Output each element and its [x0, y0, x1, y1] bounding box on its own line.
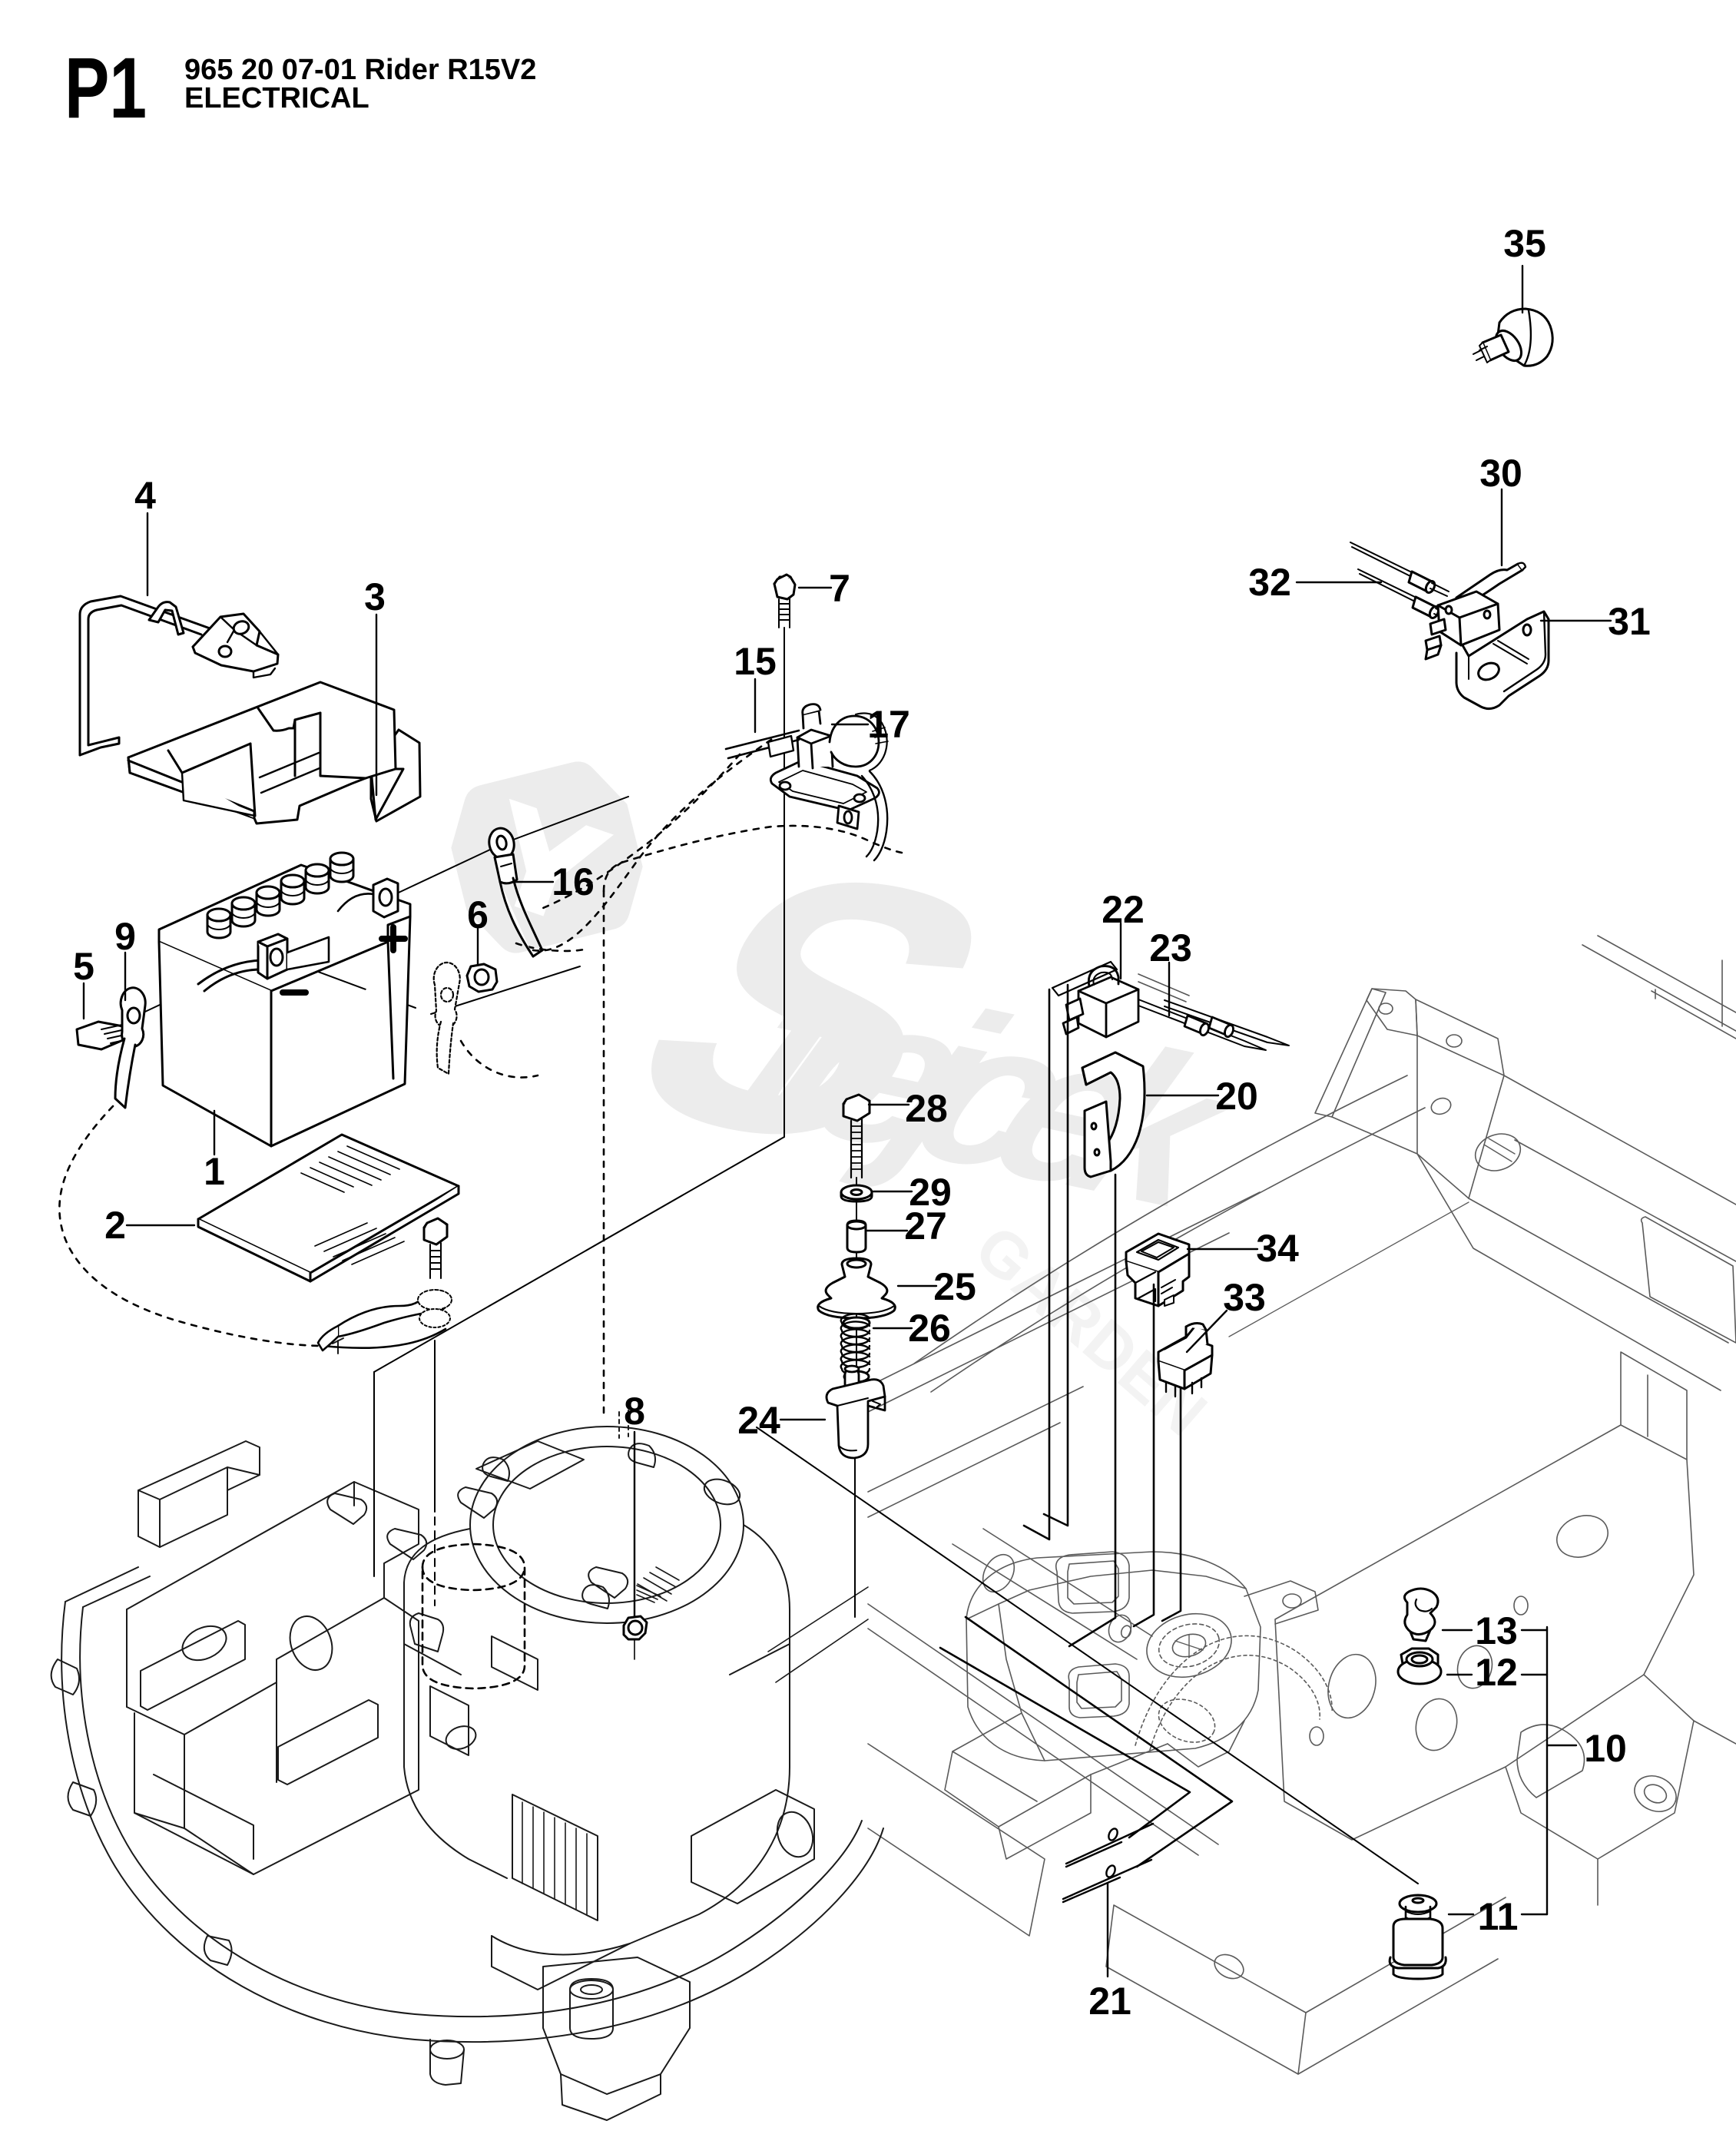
svg-text:6: 6 — [467, 893, 489, 936]
svg-text:13: 13 — [1475, 1609, 1518, 1652]
svg-text:ELECTRICAL: ELECTRICAL — [184, 82, 369, 114]
svg-text:10: 10 — [1584, 1727, 1627, 1770]
svg-text:5: 5 — [73, 945, 94, 988]
svg-text:29: 29 — [909, 1171, 952, 1214]
svg-text:15: 15 — [734, 640, 777, 683]
svg-text:965 20 07-01 Rider R15V2: 965 20 07-01 Rider R15V2 — [184, 54, 536, 86]
svg-text:21: 21 — [1088, 1980, 1131, 2023]
svg-text:23: 23 — [1149, 926, 1192, 969]
svg-text:25: 25 — [933, 1265, 976, 1308]
svg-text:28: 28 — [905, 1087, 948, 1130]
svg-text:11: 11 — [1478, 1895, 1519, 1938]
svg-text:2: 2 — [104, 1204, 126, 1247]
svg-text:22: 22 — [1102, 888, 1145, 931]
svg-text:1: 1 — [204, 1150, 225, 1193]
svg-text:32: 32 — [1248, 561, 1291, 604]
svg-text:24: 24 — [737, 1399, 780, 1442]
svg-text:P1: P1 — [65, 40, 147, 136]
svg-text:30: 30 — [1479, 452, 1522, 495]
svg-text:20: 20 — [1215, 1075, 1258, 1118]
svg-text:12: 12 — [1475, 1651, 1518, 1694]
svg-text:3: 3 — [364, 575, 386, 618]
svg-text:35: 35 — [1503, 222, 1546, 265]
svg-text:16: 16 — [552, 860, 595, 903]
svg-text:4: 4 — [134, 474, 156, 517]
svg-text:7: 7 — [829, 567, 850, 610]
svg-text:8: 8 — [624, 1390, 645, 1433]
svg-text:27: 27 — [904, 1205, 947, 1248]
svg-text:17: 17 — [867, 703, 910, 746]
svg-text:31: 31 — [1608, 600, 1651, 643]
svg-text:33: 33 — [1223, 1276, 1266, 1319]
svg-text:26: 26 — [908, 1307, 951, 1350]
svg-text:9: 9 — [114, 915, 136, 958]
svg-text:34: 34 — [1256, 1227, 1299, 1270]
